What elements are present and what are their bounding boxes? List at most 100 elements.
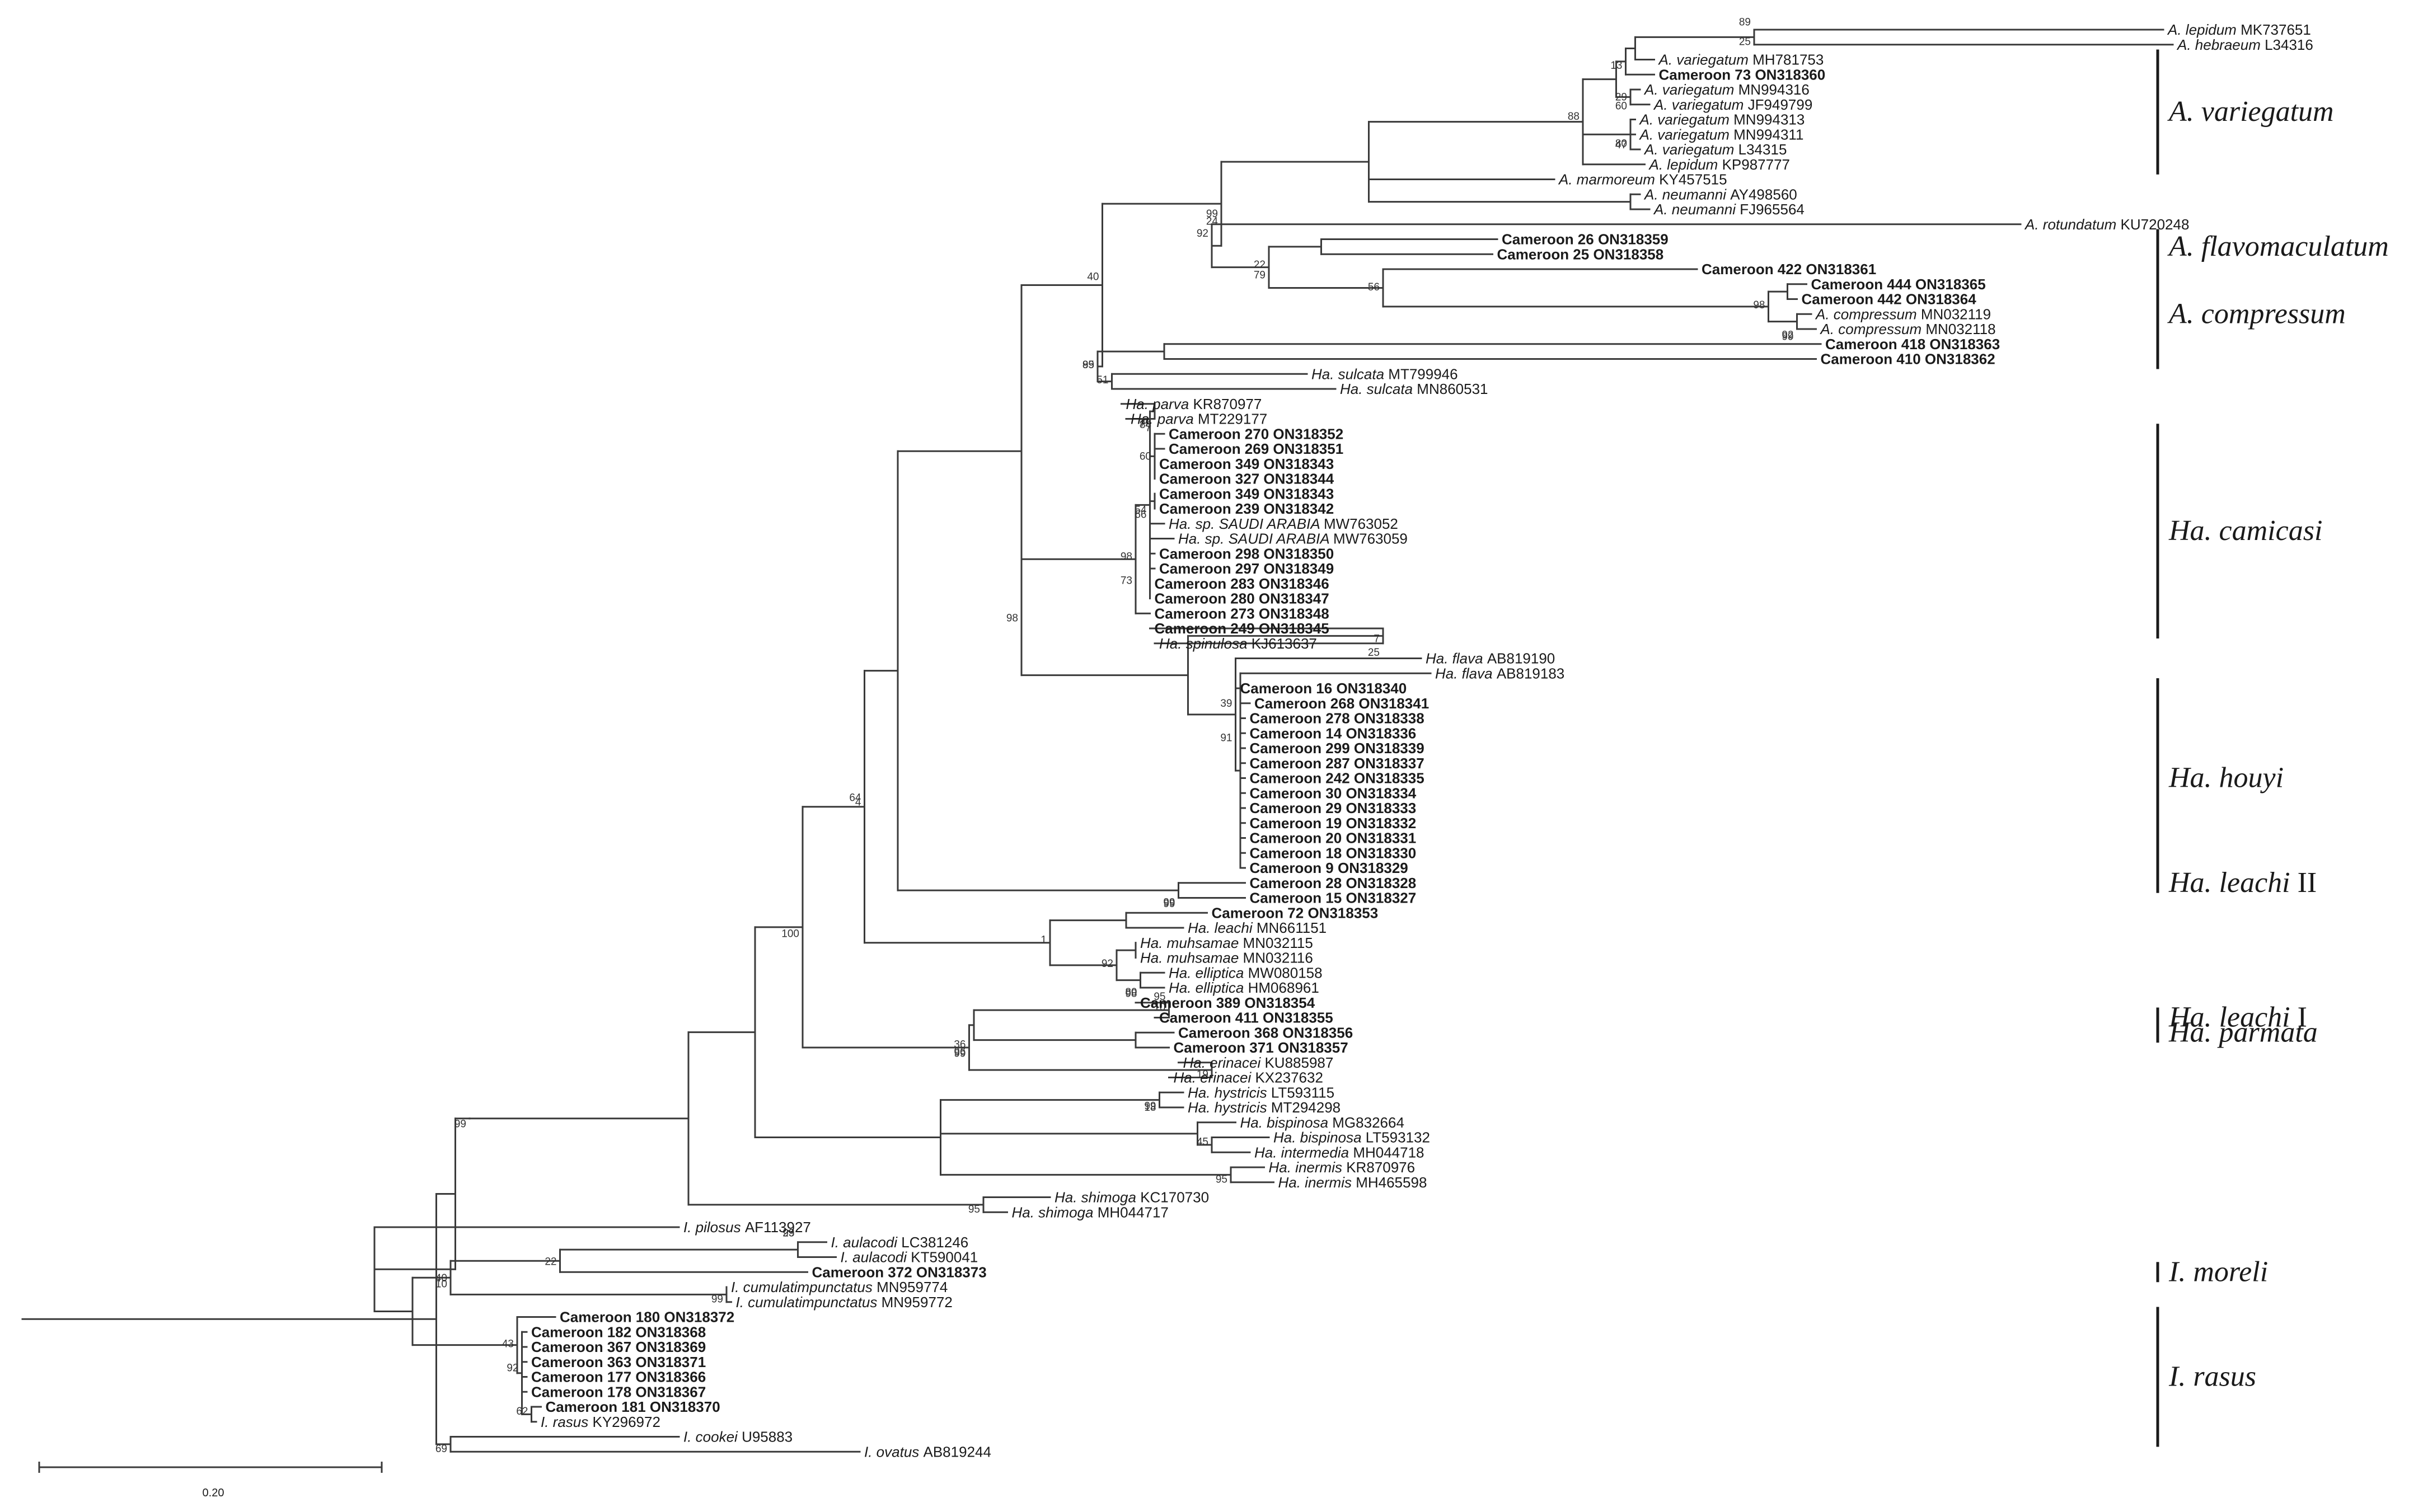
bootstrap-value: 99 <box>1782 331 1793 342</box>
taxon-accession: Cameroon 20 ON318331 <box>1250 830 1417 847</box>
taxon-label: Ha. shimoga MH044717 <box>1012 1204 1169 1220</box>
taxon-accession: Cameroon 349 ON318343 <box>1159 485 1334 502</box>
taxon-label: Cameroon 411 ON318355 <box>1159 1009 1333 1026</box>
taxon-species: Ha. elliptica <box>1169 964 1248 981</box>
taxon-label: Ha. bispinosa LT593132 <box>1273 1129 1430 1146</box>
taxon-label: Cameroon 371 ON318357 <box>1174 1039 1348 1056</box>
taxon-accession: Cameroon 278 ON318338 <box>1250 710 1424 727</box>
taxon-accession: Cameroon 16 ON318340 <box>1240 680 1407 697</box>
taxon-accession: HM068961 <box>1248 979 1319 996</box>
clade-suffix: I <box>2290 1002 2307 1034</box>
taxon-species: Ha. leachi <box>1188 919 1257 936</box>
taxon-accession: Cameroon 372 ON318373 <box>812 1264 987 1280</box>
taxon-accession: Cameroon 327 ON318344 <box>1159 471 1334 487</box>
taxon-accession: LT593132 <box>1366 1129 1430 1146</box>
taxon-accession: AB819244 <box>924 1443 991 1460</box>
taxon-accession: LT593115 <box>1271 1084 1334 1101</box>
taxon-label: Cameroon 178 ON318367 <box>531 1383 706 1400</box>
taxon-label: Cameroon 298 ON318350 <box>1159 545 1334 562</box>
taxon-accession: MH465598 <box>1356 1174 1427 1191</box>
taxon-accession: MN032118 <box>1925 321 1995 337</box>
clade-name: I. rasus <box>2168 1361 2256 1393</box>
bootstrap-value: 99 <box>1082 359 1094 371</box>
taxon-label: Cameroon 26 ON318359 <box>1502 231 1669 248</box>
taxon-accession: Cameroon 15 ON318327 <box>1250 890 1417 907</box>
taxon-label: Ha. shimoga KC170730 <box>1055 1189 1209 1206</box>
taxon-accession: AB819190 <box>1487 650 1555 667</box>
taxon-label: Cameroon 372 ON318373 <box>812 1264 987 1280</box>
taxon-accession: MN661151 <box>1257 919 1327 936</box>
taxon-species: Ha. muhsamae <box>1140 935 1243 951</box>
taxon-accession: MN994311 <box>1733 126 1803 143</box>
taxon-label: Ha. inermis KR870976 <box>1269 1159 1416 1176</box>
taxon-accession: MN959772 <box>882 1294 953 1311</box>
taxon-species: Ha. parva <box>1126 396 1193 412</box>
taxon-label: Ha. elliptica HM068961 <box>1169 979 1319 996</box>
taxon-accession: MW080158 <box>1248 964 1323 981</box>
taxon-accession: Cameroon 363 ON318371 <box>531 1354 706 1370</box>
clade-species: I. rasus <box>2168 1361 2256 1393</box>
taxon-accession: Cameroon 26 ON318359 <box>1502 231 1669 248</box>
taxon-label: Ha. hystricis LT593115 <box>1188 1084 1334 1101</box>
taxon-accession: KY457515 <box>1659 171 1727 188</box>
taxon-label: I. aulacodi LC381246 <box>831 1234 969 1251</box>
taxon-accession: Cameroon 273 ON318348 <box>1155 605 1329 622</box>
taxon-species: I. aulacodi <box>841 1249 911 1266</box>
taxon-label: Cameroon 349 ON318343 <box>1159 456 1334 472</box>
bootstrap-value: 18 <box>1144 1102 1156 1114</box>
taxon-accession: Cameroon 178 ON318367 <box>531 1383 706 1400</box>
taxon-label: Cameroon 368 ON318356 <box>1178 1024 1353 1041</box>
bootstrap-value: 92 <box>1782 330 1793 341</box>
taxon-label: Ha. muhsamae MN032116 <box>1140 950 1313 966</box>
taxon-label: Cameroon 422 ON318361 <box>1702 261 1876 278</box>
taxon-accession: Cameroon 371 ON318357 <box>1174 1039 1348 1056</box>
taxon-accession: MN860531 <box>1417 381 1488 397</box>
taxon-accession: Cameroon 298 ON318350 <box>1159 545 1334 562</box>
taxon-species: Ha. hystricis <box>1188 1099 1271 1116</box>
scale-bar-label: 0.20 <box>203 1487 224 1499</box>
taxon-accession: Cameroon 72 ON318353 <box>1212 904 1379 921</box>
clade-name: I. moreli <box>2168 1256 2268 1288</box>
taxon-accession: LC381246 <box>901 1234 968 1251</box>
taxon-accession: Cameroon 411 ON318355 <box>1159 1009 1333 1026</box>
taxon-label: Cameroon 18 ON318330 <box>1250 844 1417 861</box>
taxon-species: Ha. flava <box>1435 665 1497 682</box>
bootstrap-value: 99 <box>454 1118 466 1130</box>
taxon-label: Ha. inermis MH465598 <box>1278 1174 1427 1191</box>
taxon-label: I. aulacodi KT590041 <box>841 1249 978 1266</box>
taxon-accession: Cameroon 349 ON318343 <box>1159 456 1334 472</box>
taxon-accession: Cameroon 283 ON318346 <box>1155 575 1329 592</box>
taxon-species: Ha. erinacei <box>1183 1054 1265 1071</box>
taxon-accession: Cameroon 287 ON318337 <box>1250 755 1424 772</box>
taxon-label: Ha. erinacei KX237632 <box>1174 1069 1323 1086</box>
taxon-species: A. variegatum <box>1643 81 1738 98</box>
bootstrap-value: 7 <box>1145 422 1151 434</box>
taxon-label: Cameroon 287 ON318337 <box>1250 755 1424 772</box>
taxon-species: I. cumulatimpunctatus <box>731 1279 877 1295</box>
taxon-accession: U95883 <box>742 1429 793 1445</box>
taxon-accession: AB819183 <box>1497 665 1564 682</box>
clade-name: Ha. parmata <box>2168 1016 2318 1048</box>
taxon-label: Cameroon 20 ON318331 <box>1250 830 1417 847</box>
bootstrap-value: 99 <box>954 1048 966 1060</box>
taxon-label: Cameroon 181 ON318370 <box>546 1398 720 1415</box>
bootstrap-value: 47 <box>1615 139 1627 151</box>
taxon-label: Cameroon 242 ON318335 <box>1250 770 1424 787</box>
bootstrap-value: 39 <box>1220 698 1232 710</box>
bootstrap-value: 84 <box>1140 419 1152 431</box>
clade-species: Ha. parmata <box>2168 1016 2318 1048</box>
taxon-label: Ha. elliptica MW080158 <box>1169 964 1323 981</box>
taxon-accession: Cameroon 18 ON318330 <box>1250 844 1417 861</box>
taxon-accession: MW763059 <box>1333 530 1408 547</box>
clade-name: Ha. leachi I <box>2168 1002 2307 1034</box>
bootstrap-value: 13 <box>1610 60 1622 72</box>
bootstrap-value: 98 <box>1006 612 1018 624</box>
taxon-accession: Cameroon 297 ON318349 <box>1159 560 1334 577</box>
tree-branches <box>21 29 2174 1453</box>
taxon-accession: KT590041 <box>911 1249 978 1266</box>
taxon-label: Cameroon 28 ON318328 <box>1250 875 1417 891</box>
taxon-label: I. pilosus AF113927 <box>683 1219 811 1236</box>
bootstrap-value: 98 <box>1125 988 1137 1000</box>
taxon-accession: MK737651 <box>2241 21 2311 38</box>
